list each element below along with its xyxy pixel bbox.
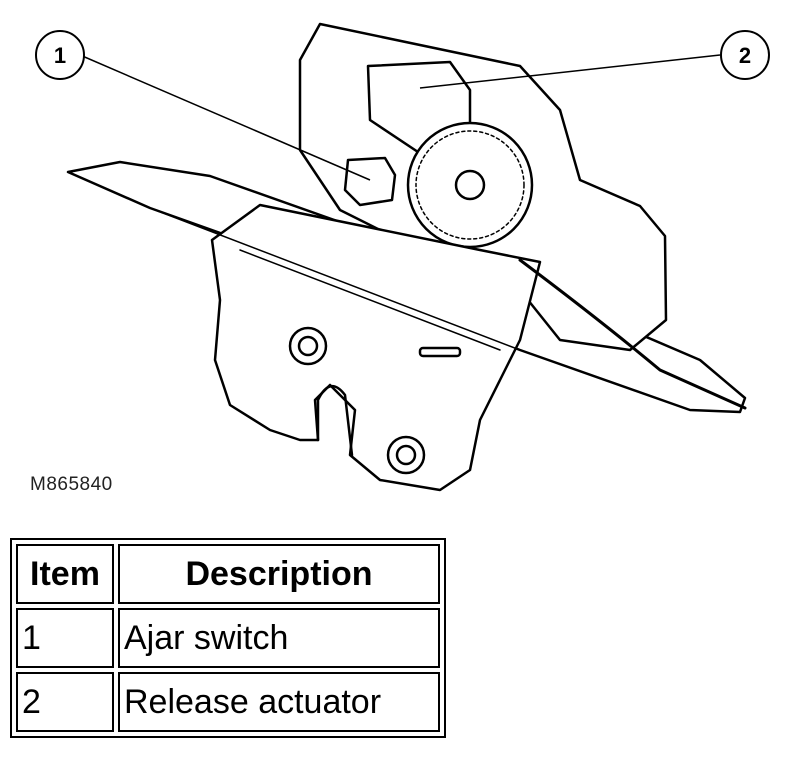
svg-text:1: 1 — [54, 43, 66, 68]
legend-table: Item Description 1 Ajar switch 2 Release… — [10, 538, 446, 738]
mounting-hole — [386, 435, 426, 475]
ajar-switch — [343, 156, 397, 207]
item-description: Ajar switch — [118, 608, 440, 668]
legend-header-row: Item Description — [16, 544, 440, 604]
item-number: 2 — [16, 672, 114, 732]
svg-text:2: 2 — [739, 43, 751, 68]
table-row: 1 Ajar switch — [16, 608, 440, 668]
item-description: Release actuator — [118, 672, 440, 732]
item-number: 1 — [16, 608, 114, 668]
callout-2: 2 — [720, 30, 770, 80]
callout-1: 1 — [35, 30, 85, 80]
mounting-hole — [288, 326, 328, 366]
release-cable — [518, 258, 747, 410]
figure-code: M865840 — [30, 474, 113, 495]
header-item: Item — [16, 544, 114, 604]
table-row: 2 Release actuator — [16, 672, 440, 732]
latch-diagram: 1 2 — [35, 22, 770, 492]
latch-plate — [210, 203, 542, 492]
header-description: Description — [118, 544, 440, 604]
